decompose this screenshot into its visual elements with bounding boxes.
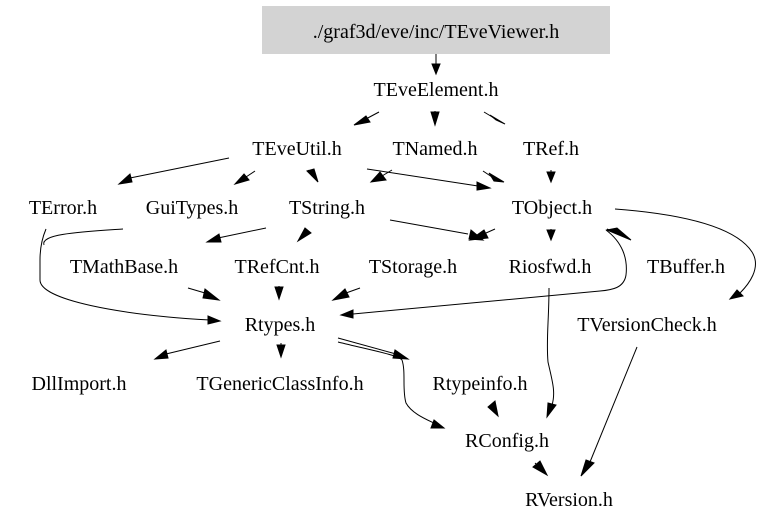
edge-TEveUtil-TError-arrowhead <box>117 173 133 185</box>
edge-TVersionCheck-RVersion-arrowhead <box>580 459 595 477</box>
edge-TEveUtil-TError <box>129 157 230 179</box>
edge-GuiTypes-TMathBase-b <box>217 227 267 239</box>
node-TEveUtil[interactable]: TEveUtil.h <box>252 138 341 160</box>
node-TMathBase[interactable]: TMathBase.h <box>70 256 178 278</box>
edge-Rtypes-Rtypeinfo-arrowhead <box>392 349 410 360</box>
edge-TStorage-Rtypes-arrowhead <box>331 288 350 301</box>
node-TString[interactable]: TString.h <box>289 197 365 219</box>
node-Rtypes[interactable]: Rtypes.h <box>245 314 316 336</box>
edge-Rtypes-Rtypeinfo <box>337 337 397 355</box>
node-TBuffer[interactable]: TBuffer.h <box>647 256 725 278</box>
edge-TStorage-Rtypes <box>345 287 361 294</box>
edge-TString-Riosfwd <box>389 219 469 235</box>
edge-Riosfwd-RConfig-arrowhead <box>546 402 557 419</box>
edge-TRef-TObject-arrowhead <box>546 171 556 184</box>
edge-TEveElement-TEveUtil-arrowhead <box>353 115 371 126</box>
node-Rtypeinfo[interactable]: Rtypeinfo.h <box>433 373 528 395</box>
edge-Rtypes-TGenericClassInfo-arrowhead <box>276 344 286 359</box>
edge-TEveElement-TRef-arrowhead <box>489 114 506 125</box>
node-TObject[interactable]: TObject.h <box>512 197 592 219</box>
edge-Rtypes-DllImport-arrowhead <box>153 349 169 360</box>
edge-TObject-TVersionCheck-arrowhead <box>728 289 744 300</box>
node-root[interactable]: ./graf3d/eve/inc/TEveViewer.h <box>313 21 559 43</box>
edge-GuiTypes-TMathBase <box>43 228 124 246</box>
edge-TNamed-TString-arrowhead <box>369 171 387 183</box>
edge-TEveUtil-TObject-arrowhead <box>476 181 492 191</box>
node-Riosfwd[interactable]: Riosfwd.h <box>509 256 592 278</box>
edge-TMathBase-Rtypes <box>187 287 206 294</box>
edge-TNamed-TObject-arrowhead <box>488 172 505 183</box>
edge-root-TEveElement-arrowhead <box>431 63 441 76</box>
edge-TObject-Rtypes-arrowhead <box>339 309 354 319</box>
edge-Rtypes-RConfig-arrowhead <box>430 419 446 429</box>
edge-Rtypeinfo-RConfig-arrowhead <box>487 400 499 418</box>
node-TStorage[interactable]: TStorage.h <box>369 256 457 278</box>
edge-TObject-Rtypes <box>352 229 627 315</box>
edges <box>39 54 756 477</box>
node-TRefCnt[interactable]: TRefCnt.h <box>235 256 320 278</box>
edge-GuiTypes-TMathBase-arrowhead <box>205 233 222 243</box>
edge-Riosfwd-RConfig <box>546 287 555 406</box>
root-node-box <box>262 6 610 54</box>
edge-TEveUtil-GuiTypes <box>245 170 256 178</box>
edge-RConfig-RVersion-arrowhead <box>532 460 549 477</box>
nodes: ./graf3d/eve/inc/TEveViewer.h TEveElemen… <box>29 21 725 511</box>
node-RConfig[interactable]: RConfig.h <box>465 430 549 452</box>
node-GuiTypes[interactable]: GuiTypes.h <box>146 197 238 219</box>
node-TNamed[interactable]: TNamed.h <box>393 138 478 160</box>
edge-Rtypes-RConfig <box>337 341 437 425</box>
edge-TObject-TVersionCheck <box>614 208 756 294</box>
edge-TNamed-TString <box>381 169 393 177</box>
edge-Rtypes-DllImport <box>165 340 221 355</box>
node-RVersion[interactable]: RVersion.h <box>525 489 613 511</box>
edge-TEveUtil-TObject <box>366 168 479 187</box>
node-TVersionCheck[interactable]: TVersionCheck.h <box>577 314 716 336</box>
edge-TMathBase-Rtypes-arrowhead <box>202 288 221 301</box>
edge-TObject-TStorage-arrowhead <box>468 229 489 241</box>
node-TEveElement[interactable]: TEveElement.h <box>374 79 499 101</box>
edge-TObject-TStorage <box>485 228 496 234</box>
edge-TError-Rtypes-arrowhead <box>207 315 222 325</box>
edge-TEveUtil-TString-arrowhead <box>306 168 319 183</box>
edge-TError-Rtypes <box>39 228 211 321</box>
edge-TObject-Riosfwd-arrowhead <box>546 229 556 242</box>
edge-TEveUtil-GuiTypes-arrowhead <box>233 173 250 185</box>
node-DllImport[interactable]: DllImport.h <box>32 373 127 395</box>
edge-TString-TRefCnt-arrowhead <box>296 227 312 243</box>
node-TError[interactable]: TError.h <box>29 197 97 219</box>
edge-TVersionCheck-RVersion <box>589 346 638 463</box>
node-TGenericClassInfo[interactable]: TGenericClassInfo.h <box>196 373 363 395</box>
edge-TRefCnt-Rtypes-arrowhead <box>274 286 284 301</box>
edge-TObject-TBuffer-arrowhead <box>605 227 632 241</box>
node-TRef[interactable]: TRef.h <box>523 138 579 160</box>
edge-TEveElement-TNamed-arrowhead <box>430 111 440 127</box>
